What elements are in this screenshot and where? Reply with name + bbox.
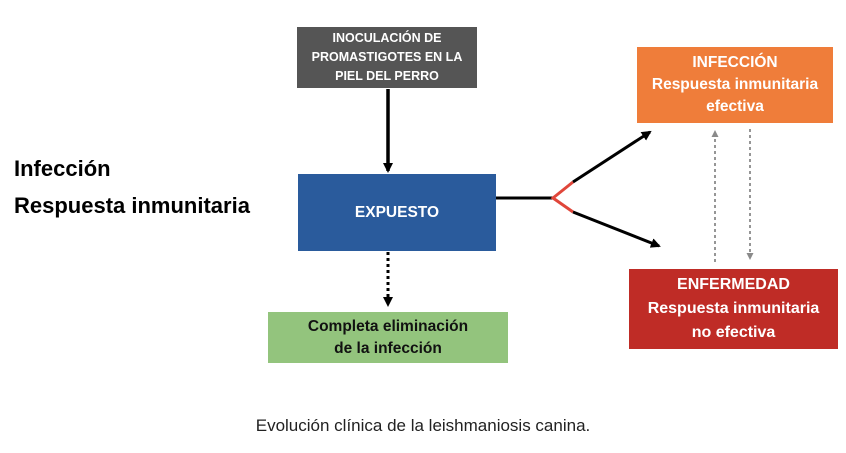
infection-line-1: INFECCIÓN (692, 54, 778, 71)
exposed-label: EXPUESTO (354, 203, 440, 221)
infection-line-2: Respuesta inmunitaria (651, 76, 819, 93)
side-title-line-1: Infección (14, 156, 111, 181)
disease-line-2: Respuesta inmunitaria (647, 300, 820, 317)
inoculation-box: INOCULACIÓN DE PROMASTIGOTES EN LA PIEL … (297, 27, 477, 88)
infection-line-3: efectiva (706, 98, 764, 115)
arrow-branch-to-infection (572, 130, 652, 184)
side-title: Infección Respuesta inmunitaria (14, 150, 250, 224)
figure-caption: Evolución clínica de la leishmaniosis ca… (255, 416, 591, 435)
inoculation-line-1: INOCULACIÓN DE (332, 31, 442, 45)
disease-box: ENFERMEDAD Respuesta inmunitaria no efec… (629, 269, 838, 349)
disease-line-1: ENFERMEDAD (677, 276, 790, 293)
elimination-line-2: de la infección (334, 339, 442, 357)
arrow-branch-to-disease (572, 210, 661, 248)
side-title-line-2: Respuesta inmunitaria (14, 193, 250, 218)
exposed-box: EXPUESTO (298, 174, 496, 251)
infection-box: INFECCIÓN Respuesta inmunitaria efectiva (637, 47, 833, 123)
inoculation-line-3: PIEL DEL PERRO (335, 69, 439, 83)
elimination-line-1: Completa eliminación (307, 317, 469, 335)
elimination-box: Completa eliminación de la infección (268, 312, 508, 363)
disease-line-3: no efectiva (691, 324, 776, 341)
inoculation-line-2: PROMASTIGOTES EN LA (311, 50, 463, 64)
branch-chevron (550, 180, 574, 214)
